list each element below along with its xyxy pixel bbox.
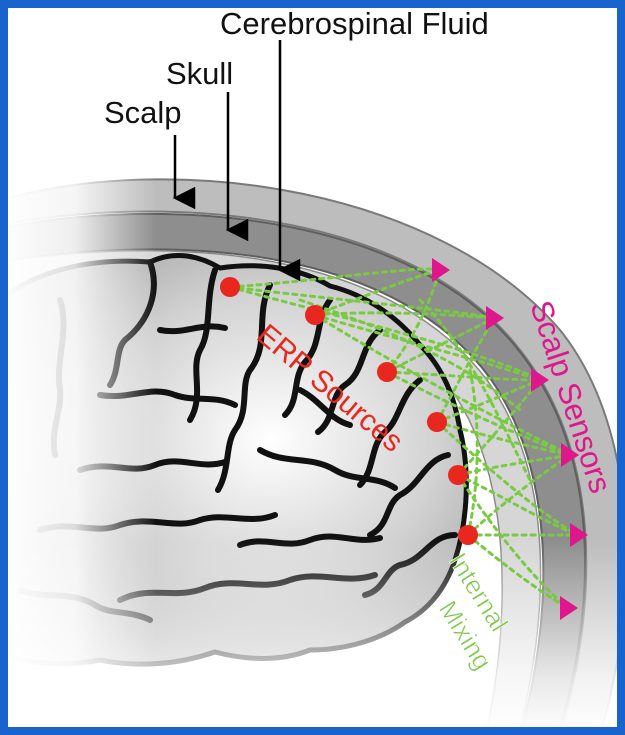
red-dot-icon [427, 412, 447, 432]
red-dot-icon [377, 362, 397, 382]
red-dot-icon [458, 525, 478, 545]
red-dot-icon [305, 305, 325, 325]
label-scalp: Scalp [104, 95, 182, 130]
brain [0, 150, 625, 735]
label-skull: Skull [166, 56, 233, 91]
red-dot-icon [220, 277, 240, 297]
fade-bottom [0, 540, 625, 735]
label-cerebrospinal-fluid: Cerebrospinal Fluid [220, 6, 489, 41]
red-dot-icon [448, 465, 468, 485]
